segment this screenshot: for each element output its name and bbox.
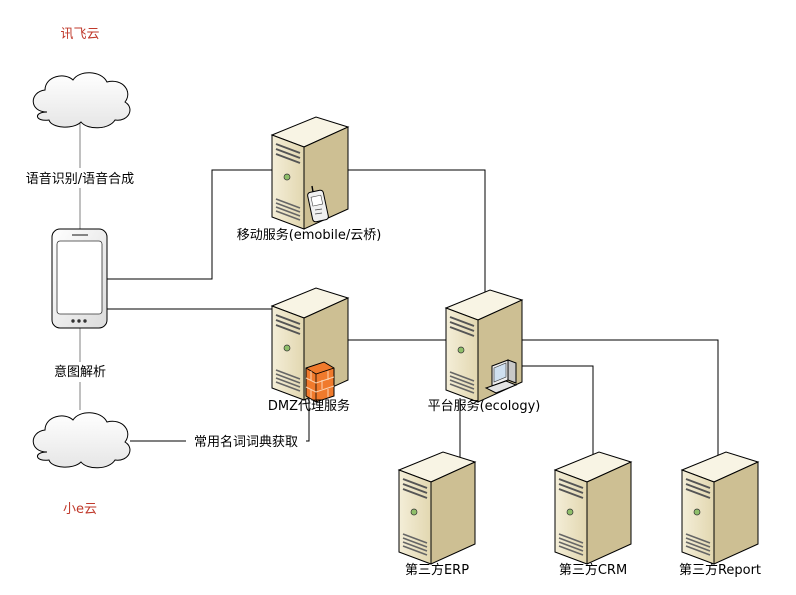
label-bg	[45, 362, 115, 382]
workstation-icon	[484, 359, 518, 394]
cloud-icon	[32, 72, 131, 129]
dmz-service-node: DMZ代理服务	[268, 287, 350, 414]
dictionary-label: 常用名词词典获取	[194, 434, 298, 450]
xiaoe-cloud-node: 小e云	[32, 412, 131, 517]
mobile-service-label: 移动服务(emobile/云桥)	[237, 227, 382, 243]
server-icon	[398, 451, 476, 565]
cellphone-icon	[307, 185, 329, 223]
server-icon	[554, 451, 632, 565]
erp-node: 第三方ERP	[398, 451, 476, 578]
label-bg	[16, 168, 144, 188]
phone-to-mobile-line	[107, 169, 274, 280]
crm-label: 第三方CRM	[559, 562, 627, 578]
platform-to-report-line	[520, 339, 719, 458]
erp-label: 第三方ERP	[405, 562, 469, 578]
xunfei-cloud-node: 讯飞云	[32, 22, 131, 129]
dmz-label: DMZ代理服务	[268, 398, 350, 414]
server-icon	[681, 451, 759, 565]
platform-service-node: 平台服务(ecology)	[428, 289, 541, 414]
xiaoe-cloud-label: 小e云	[63, 502, 97, 517]
mobile-to-platform-line	[346, 169, 486, 292]
connections	[79, 122, 719, 462]
mobile-service-node: 移动服务(emobile/云桥)	[237, 116, 382, 243]
report-label: 第三方Report	[679, 562, 761, 578]
server-icon	[271, 116, 349, 230]
crm-node: 第三方CRM	[554, 451, 632, 578]
smartphone-node	[51, 228, 108, 329]
firewall-icon	[305, 361, 335, 403]
label-bg	[55, 22, 105, 44]
intent-label: 意图解析	[54, 364, 106, 380]
label-bg	[186, 432, 306, 451]
smartphone-icon	[51, 228, 108, 329]
platform-label: 平台服务(ecology)	[428, 398, 541, 414]
cloud-icon	[32, 412, 131, 469]
report-node: 第三方Report	[679, 451, 761, 578]
platform-to-crm-line	[515, 365, 594, 460]
xunfei-cloud-label: 讯飞云	[60, 27, 99, 42]
speech-label: 语音识别/语音合成	[26, 171, 134, 187]
